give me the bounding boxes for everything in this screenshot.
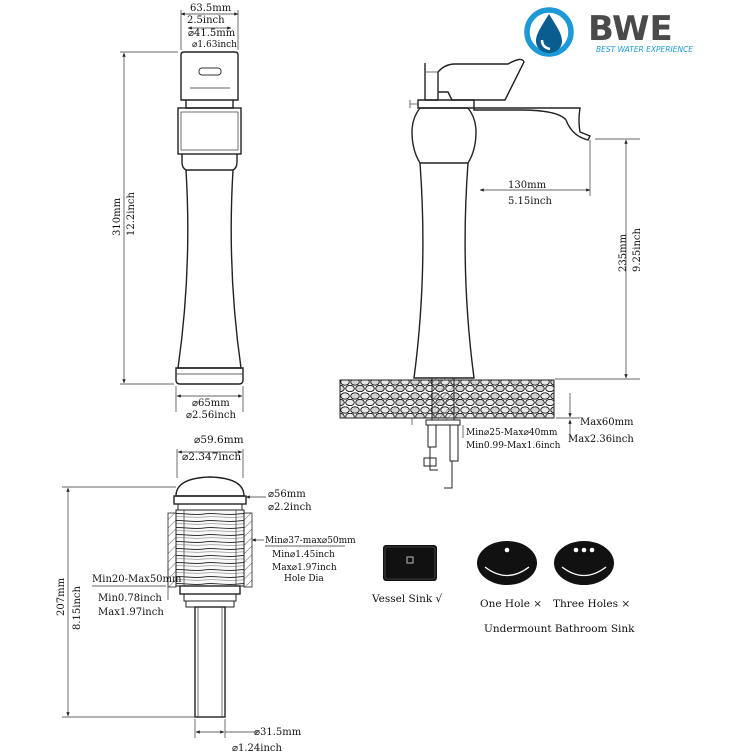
brand-logo: BWE BEST WATER EXPERIENCE	[524, 7, 693, 57]
brand-name: BWE	[588, 9, 673, 49]
drain-flange-dia-in: ⌀2.2inch	[268, 502, 312, 513]
drain-flange-dia-mm: ⌀56mm	[268, 489, 306, 500]
front-height-in: 12.2inch	[126, 191, 137, 236]
front-height-mm: 310mm	[112, 197, 123, 236]
side-max-deck-in: Max2.36inch	[568, 434, 634, 445]
drain-tail-dia-mm: ⌀31.5mm	[254, 727, 302, 738]
side-max-deck-mm: Max60mm	[580, 417, 634, 428]
drain-thickness-min-in: Min0.78inch	[98, 593, 162, 604]
undermount-label: Undermount Bathroom Sink	[484, 623, 635, 635]
front-spout-dia-mm: ⌀41.5mm	[188, 28, 236, 39]
front-base-dia-mm: ⌀65mm	[192, 398, 230, 409]
drain-length-in: 8.15inch	[72, 585, 83, 630]
side-spout-height-mm: 235mm	[618, 233, 629, 272]
side-reach-in: 5.15inch	[508, 196, 553, 207]
drain-diagram: ⌀59.6mm ⌀2.347inch ⌀56mm ⌀2.2inch Min⌀37…	[56, 434, 356, 754]
three-holes-sink-icon	[554, 541, 614, 585]
front-base-dia-in: ⌀2.56inch	[186, 410, 237, 421]
side-spout-height-in: 9.25inch	[632, 227, 643, 272]
front-top-width-in: 2.5inch	[187, 15, 225, 26]
drain-cap-dia-in: ⌀2.347inch	[182, 451, 241, 463]
side-deck-thickness-in: Min0.99-Max1.6inch	[466, 441, 561, 451]
one-hole-label: One Hole ×	[480, 598, 542, 610]
drain-tail-dia-in: ⌀1.24inch	[232, 743, 283, 754]
side-reach-mm: 130mm	[508, 180, 547, 191]
drain-thickness-mm: Min20-Max50mm	[92, 574, 182, 585]
drain-hole-max-in: Max⌀1.97inch	[272, 563, 337, 573]
vessel-sink-label: Vessel Sink √	[371, 593, 443, 605]
side-deck-thickness-mm: Min⌀25-Max⌀40mm	[466, 428, 558, 438]
drain-hole-min-in: Min⌀1.45inch	[272, 550, 335, 560]
three-holes-label: Three Holes ×	[553, 598, 630, 610]
water-drop-icon	[524, 7, 574, 57]
sink-compatibility: Vessel Sink √ One Hole × Three Holes × U…	[371, 541, 635, 635]
brand-tagline: BEST WATER EXPERIENCE	[596, 45, 693, 54]
drain-hole-label: Hole Dia	[284, 574, 324, 584]
faucet-side-view: 130mm 5.15inch 235mm 9.25inch Max60mm Ma…	[339, 58, 643, 489]
drain-hole-mm: Min⌀37-max⌀50mm	[265, 536, 356, 546]
drain-cap-dia-mm: ⌀59.6mm	[194, 434, 244, 446]
drain-length-mm: 207mm	[56, 577, 67, 616]
vessel-sink-icon	[383, 545, 437, 581]
drain-thickness-max-in: Max1.97inch	[98, 607, 164, 618]
faucet-front-view: 63.5mm 2.5inch ⌀41.5mm ⌀1.63inch 310mm 1…	[112, 3, 244, 421]
front-spout-dia-in: ⌀1.63inch	[192, 40, 237, 50]
front-top-width-mm: 63.5mm	[190, 3, 232, 14]
one-hole-sink-icon	[477, 541, 537, 585]
